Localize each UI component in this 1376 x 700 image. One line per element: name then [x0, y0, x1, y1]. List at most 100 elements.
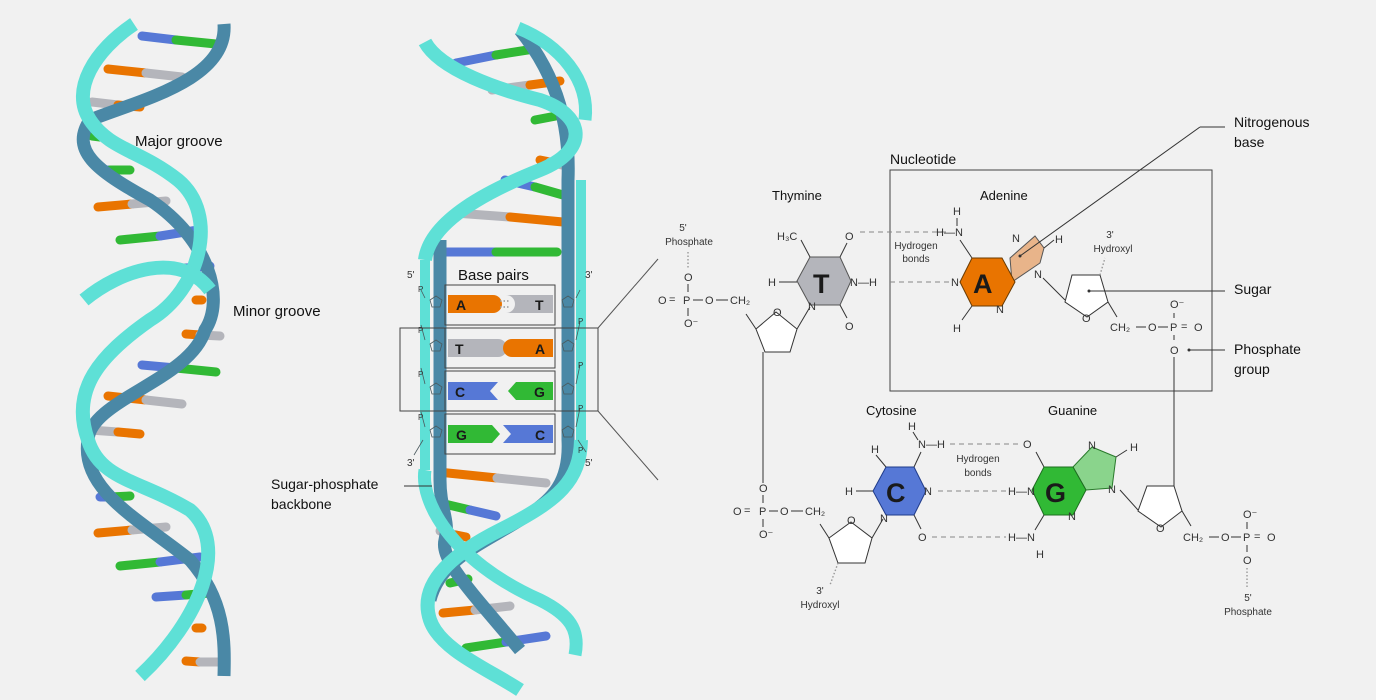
- guanine-block: [448, 425, 500, 443]
- adenine-block: [503, 339, 553, 357]
- major-groove-label: Major groove: [135, 133, 223, 150]
- rung-c: [151, 590, 191, 602]
- atom-o-minus: O⁻: [759, 529, 774, 541]
- atom-n: N: [1088, 440, 1096, 452]
- backbone-strand-light: [79, 260, 216, 306]
- rung-a: [505, 212, 568, 227]
- rung-a: [433, 467, 502, 483]
- phosphate-marker: P: [578, 404, 583, 413]
- nitrogenous-base-label-line2: base: [1234, 134, 1265, 150]
- phosphate-group-label-line1: Phosphate: [1234, 341, 1301, 357]
- backbone-label-line2: backbone: [271, 496, 332, 512]
- rung-c: [451, 50, 501, 68]
- base-letter-right: A: [535, 341, 545, 357]
- base-pair-row-4: G C: [444, 413, 556, 455]
- base-pairs-title: Base pairs: [458, 267, 529, 284]
- bond: [745, 313, 757, 330]
- thymine-letter: T: [813, 269, 830, 299]
- five-prime-bottom-label: 5': [585, 458, 593, 469]
- phosphate-marker: P: [418, 370, 423, 379]
- rung-c: [137, 31, 181, 45]
- thymine-block: [506, 295, 553, 313]
- zoom-connector-top: [597, 258, 659, 329]
- bond: [796, 306, 811, 330]
- sugar-ring: [755, 311, 798, 353]
- adenine-letter: A: [973, 269, 993, 299]
- middle-helix: [417, 21, 593, 696]
- atom-o: O: [705, 295, 714, 307]
- dotted-link: [829, 562, 839, 586]
- n-h-group: N—H: [850, 277, 877, 289]
- atom-o-minus: O⁻: [1243, 509, 1258, 521]
- phosphate-5prime-top-line2: Phosphate: [665, 237, 713, 248]
- atom-n: N: [924, 486, 932, 498]
- atom-o: O: [684, 272, 693, 284]
- bond: [912, 431, 919, 441]
- pentagon-icon: [429, 295, 443, 308]
- bond: [959, 239, 973, 259]
- adenine-pyrimidine-ring: [959, 257, 1016, 307]
- rung-t: [492, 473, 551, 488]
- rung-a: [93, 525, 137, 538]
- atom-p: P: [759, 506, 766, 518]
- sugar-ring: [1137, 485, 1183, 528]
- backbone-light-twist-bottom2: [417, 468, 583, 657]
- phosphate-markers: P P P P P P P P: [418, 285, 583, 455]
- rung-a: [93, 199, 137, 212]
- atom-n: N: [880, 513, 888, 525]
- backbone-links: [413, 289, 426, 456]
- molecular-structure: Nucleotide Thymine Adenine Cytosine Guan…: [658, 114, 1310, 618]
- phosphate-marker: P: [578, 317, 583, 326]
- n-h-group: N—H: [918, 439, 945, 451]
- base-letter-left: T: [455, 341, 464, 357]
- cytosine-block: [503, 425, 553, 443]
- phosphate-marker: P: [578, 446, 583, 455]
- atom-p: P: [683, 295, 690, 307]
- atom-o: O: [759, 483, 768, 495]
- double-bond-sign: =: [1254, 531, 1260, 543]
- adenine-block: [448, 295, 502, 313]
- bond: [1035, 451, 1045, 468]
- rung-g: [115, 231, 165, 245]
- phosphate-5prime-bottom-line2: Phosphate: [1224, 607, 1272, 618]
- double-bond-sign: =: [1181, 321, 1187, 333]
- guanine-block: [508, 382, 553, 400]
- left-helix: [75, 18, 231, 682]
- atom-h: H: [908, 421, 916, 433]
- atom-o: O: [918, 532, 927, 544]
- bond: [1043, 239, 1055, 249]
- rung-g: [530, 182, 568, 200]
- pentagon-icon: [561, 425, 575, 438]
- h-n-group: H—N: [936, 227, 963, 239]
- base-letter-left: C: [455, 384, 465, 400]
- nitrogenous-base-label-line1: Nitrogenous: [1234, 114, 1310, 130]
- thymine-name: Thymine: [772, 188, 822, 203]
- phosphate-marker: P: [418, 326, 423, 335]
- sugar-ring: [1064, 274, 1109, 318]
- three-prime-bottom-label: 3': [407, 458, 415, 469]
- ch2-group: CH₂: [730, 295, 750, 307]
- hydroxyl-3prime-bottom-line2: Hydroxyl: [801, 600, 840, 611]
- phosphate-marker: P: [578, 361, 583, 370]
- atom-o: O: [847, 515, 856, 527]
- zoom-selection-box: [399, 327, 599, 412]
- base-pair-row-1: A T: [444, 284, 556, 326]
- phosphate-5prime-bottom-line1: 5': [1244, 593, 1252, 604]
- atom-n: N: [808, 301, 816, 313]
- hbond-label-top-line2: bonds: [902, 254, 929, 265]
- ch2-group: CH₂: [1110, 322, 1130, 334]
- pentagon-icon: [561, 382, 575, 395]
- methyl-group: H₃C: [777, 231, 797, 243]
- atom-o: O: [1148, 322, 1157, 334]
- atom-o: O: [1023, 439, 1032, 451]
- phosphate-5prime-top-line1: 5': [679, 223, 687, 234]
- hbond-label-bottom-line1: Hydrogen: [956, 454, 999, 465]
- atom-h: H: [871, 444, 879, 456]
- atom-h: H: [1036, 549, 1044, 561]
- rung-g: [115, 557, 165, 571]
- atom-n: N: [996, 304, 1004, 316]
- guanine-pyrimidine-ring: [1031, 466, 1087, 516]
- atom-h: H: [845, 486, 853, 498]
- bond: [961, 305, 973, 321]
